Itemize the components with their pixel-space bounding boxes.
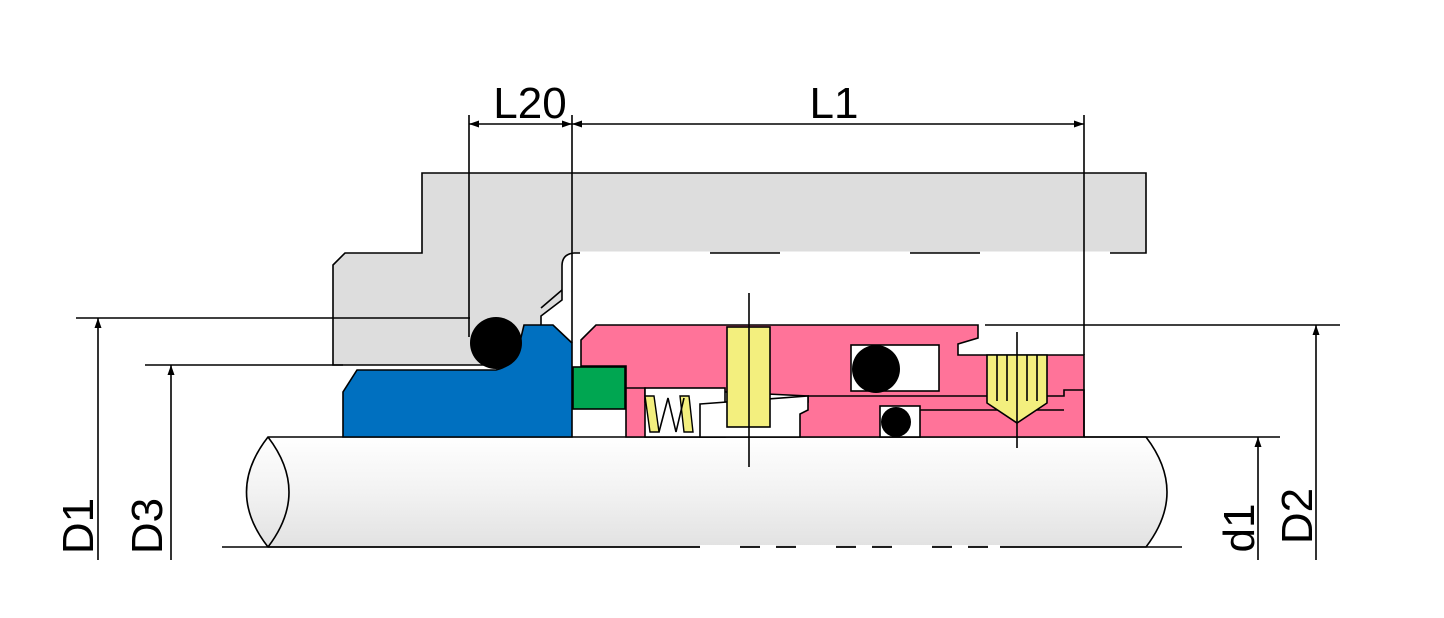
l1-label: L1 [810,79,859,128]
right-diameter-dimensions: d1 D2 [985,324,1340,560]
lower-step [808,389,1085,437]
d1-label: D1 [54,498,103,554]
d2-label: D2 [1273,488,1322,544]
face-ring [572,366,626,410]
shaft-left-end [267,436,290,548]
seat-o-ring [470,317,522,369]
d3-label: D3 [123,498,172,554]
springs [644,395,694,433]
spring-wire [658,397,685,433]
shaft-body [245,436,1168,548]
housing-chamfer [540,289,563,309]
upper-o-ring [852,345,900,393]
spring-coil-2 [679,395,694,433]
l20-label: L20 [493,79,566,128]
small-d1-label: d1 [1215,504,1264,553]
lower-o-ring [881,407,911,437]
left-diameter-dimensions: D1 D3 [54,317,470,560]
shaft [222,436,1182,549]
housing-body [332,172,1147,366]
housing [332,172,1147,366]
length-dimensions: L20 L1 [468,79,1085,355]
